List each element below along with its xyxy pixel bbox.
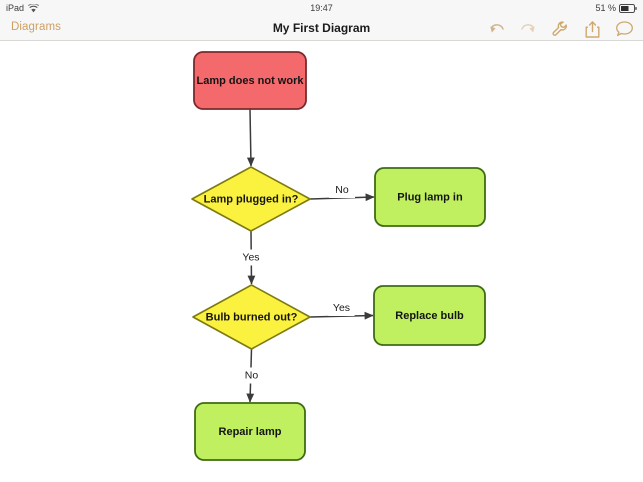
node-repair[interactable]: Repair lamp	[194, 402, 306, 461]
status-bar-left: iPad	[6, 3, 40, 13]
battery-icon	[619, 3, 637, 13]
edge-label-backdrop	[328, 300, 355, 316]
edge-plugged-to-burned: Yes	[237, 230, 265, 285]
edge-label-backdrop	[237, 249, 265, 266]
edge-label-no-plug-in: No	[335, 184, 349, 196]
node-plugged[interactable]: Lamp plugged in?	[191, 166, 311, 232]
node-label-start: Lamp does not work	[197, 75, 305, 87]
wifi-icon	[28, 3, 40, 13]
device-name: iPad	[6, 3, 25, 13]
share-icon[interactable]	[581, 19, 603, 39]
edge-label-backdrop	[329, 182, 355, 198]
status-bar: iPad 19:47 51 %	[0, 0, 643, 16]
comment-icon[interactable]	[613, 19, 635, 39]
node-plug-in[interactable]: Plug lamp in	[374, 167, 486, 227]
node-burned[interactable]: Bulb burned out?	[192, 284, 311, 350]
edge-label-no-repair: No	[245, 370, 259, 382]
redo-icon[interactable]	[517, 19, 539, 39]
status-bar-right: 51 %	[595, 3, 637, 13]
page-title: My First Diagram	[272, 21, 371, 35]
back-button-diagrams[interactable]: Diagrams	[11, 21, 62, 33]
edge-label-yes-replace-bulb: Yes	[333, 302, 350, 314]
edge-plugged-to-plug-in: No	[309, 182, 375, 202]
undo-icon[interactable]	[485, 19, 507, 39]
edge-burned-to-repair: No	[237, 348, 266, 403]
edge-start-to-plugged	[246, 108, 255, 167]
edge-burned-to-replace-bulb: Yes	[309, 300, 374, 320]
status-bar-clock: 19:47	[310, 3, 333, 13]
node-label-plug-in: Plug lamp in	[397, 192, 463, 204]
nav-toolbar	[485, 19, 635, 39]
node-label-plugged: Lamp plugged in?	[204, 194, 299, 206]
wrench-icon[interactable]	[549, 19, 571, 39]
edge-label-backdrop	[237, 367, 266, 384]
node-label-replace-bulb: Replace bulb	[395, 310, 464, 322]
edge-label-yes-burned: Yes	[242, 252, 259, 264]
battery-percent-label: 51 %	[595, 3, 616, 13]
node-replace-bulb[interactable]: Replace bulb	[373, 285, 486, 346]
node-label-burned: Bulb burned out?	[206, 312, 298, 324]
nav-bar: Diagrams My First Diagram	[0, 16, 643, 41]
node-start[interactable]: Lamp does not work	[193, 51, 307, 110]
node-label-repair: Repair lamp	[219, 426, 282, 438]
